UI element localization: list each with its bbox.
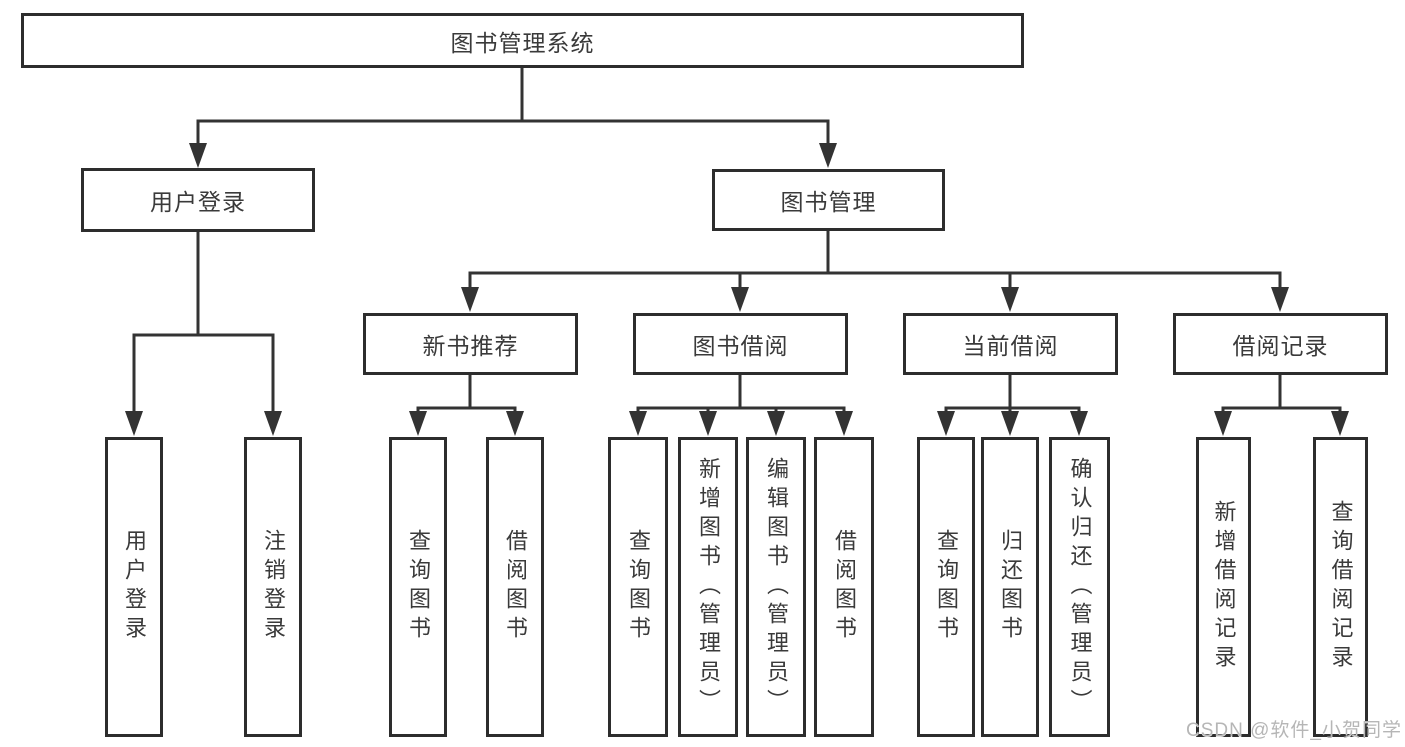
leaf-user-login-label: 用户登录 <box>122 529 147 645</box>
leaf-add-book-admin: 新增图书（管理员） <box>678 437 738 737</box>
leaf-borrow-books: 借阅图书 <box>814 437 874 737</box>
arrowheads-level1 <box>189 143 837 168</box>
connector-book-mgmt-rail <box>468 271 1282 290</box>
node-root: 图书管理系统 <box>21 13 1024 68</box>
leaf-confirm-return-admin: 确认归还（管理员） <box>1049 437 1110 737</box>
node-root-label: 图书管理系统 <box>450 29 595 56</box>
leaf-borrow-books-recommend: 借阅图书 <box>486 437 544 737</box>
leaf-query-books-recommend: 查询图书 <box>389 437 447 737</box>
leaf-query-books-borrow: 查询图书 <box>608 437 668 737</box>
connector-borrow-records-rail <box>1221 375 1342 414</box>
connector-book-borrow-rail <box>636 375 846 414</box>
connector-root-rail <box>196 119 830 146</box>
leaf-query-borrow-record: 查询借阅记录 <box>1313 437 1368 737</box>
leaf-add-borrow-record: 新增借阅记录 <box>1196 437 1251 737</box>
leaf-edit-book-admin: 编辑图书（管理员） <box>746 437 806 737</box>
node-book-borrow: 图书借阅 <box>633 313 848 375</box>
leaf-edit-book-admin-label: 编辑图书（管理员） <box>764 456 789 718</box>
node-user-login-label: 用户登录 <box>150 189 246 215</box>
leaf-return-books: 归还图书 <box>981 437 1039 737</box>
leaf-query-books-current: 查询图书 <box>917 437 975 737</box>
node-borrow-records-label: 借阅记录 <box>1232 333 1329 359</box>
csdn-watermark: CSDN @软件_小贺同学 <box>1186 720 1402 741</box>
node-new-book-recommend: 新书推荐 <box>363 313 578 375</box>
leaf-user-login: 用户登录 <box>105 437 163 737</box>
node-book-management: 图书管理 <box>712 169 945 231</box>
node-borrow-records: 借阅记录 <box>1173 313 1388 375</box>
leaf-query-books-borrow-label: 查询图书 <box>626 529 651 645</box>
leaf-return-books-label: 归还图书 <box>998 529 1023 645</box>
connector-current-borrow-rail <box>944 375 1081 414</box>
node-new-book-recommend-label: 新书推荐 <box>422 333 519 359</box>
node-current-borrow-label: 当前借阅 <box>962 333 1059 359</box>
node-current-borrow: 当前借阅 <box>903 313 1118 375</box>
leaf-add-borrow-record-label: 新增借阅记录 <box>1211 500 1237 674</box>
arrowheads-leaves <box>125 411 1349 436</box>
node-user-login: 用户登录 <box>81 168 315 232</box>
arrowheads-level2 <box>461 287 1289 312</box>
connector-user-login-rail <box>132 333 275 414</box>
leaf-borrow-books-recommend-label: 借阅图书 <box>503 529 528 645</box>
leaf-query-borrow-record-label: 查询借阅记录 <box>1328 500 1354 674</box>
node-book-borrow-label: 图书借阅 <box>692 333 789 359</box>
leaf-logout-login-label: 注销登录 <box>261 529 286 645</box>
leaf-confirm-return-admin-label: 确认归还（管理员） <box>1067 456 1093 718</box>
leaf-query-books-current-label: 查询图书 <box>934 529 959 645</box>
node-book-management-label: 图书管理 <box>780 189 877 215</box>
leaf-borrow-books-label: 借阅图书 <box>832 529 857 645</box>
leaf-query-books-recommend-label: 查询图书 <box>406 529 431 645</box>
leaf-logout-login: 注销登录 <box>244 437 302 737</box>
leaf-add-book-admin-label: 新增图书（管理员） <box>696 456 721 718</box>
connector-new-book-rail <box>416 375 517 414</box>
